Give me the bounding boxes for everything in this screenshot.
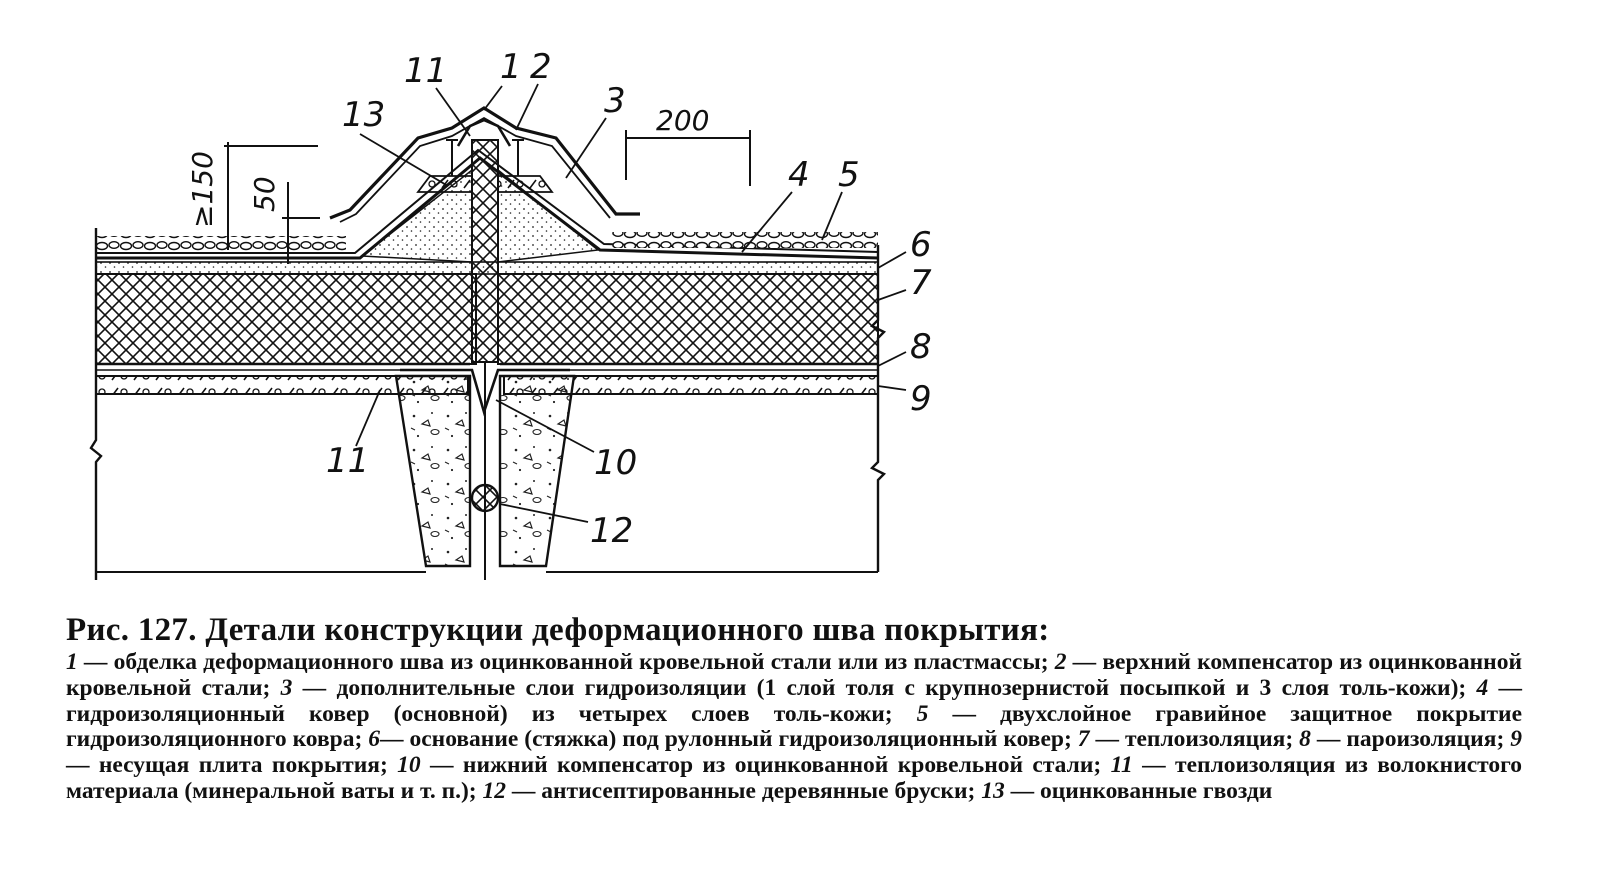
- gravel-protection-right: [612, 232, 878, 248]
- legend-item: 1 — обделка деформационного шва из оцинк…: [66, 649, 1055, 675]
- legend-item: 13 — оцинкованные гвозди: [981, 778, 1272, 804]
- insulation-layer-right: [497, 273, 879, 365]
- legend-text: — оцинкованные гвозди: [1004, 777, 1273, 804]
- legend-num: 1: [66, 649, 78, 675]
- legend-num: 8: [1299, 726, 1311, 753]
- legend-text: — верхний компенсатор из оцинкованной кр…: [66, 649, 1522, 701]
- legend-text: — теплоизоляция из волокнистого материал…: [66, 752, 1522, 804]
- legend-text: — теплоизоляция;: [1089, 726, 1300, 753]
- callout-5: 5: [838, 155, 860, 195]
- timber-bar-right: [497, 175, 554, 193]
- callout-8: 8: [910, 327, 932, 367]
- legend-num: 13: [981, 777, 1005, 804]
- dimension-150: [224, 142, 318, 250]
- callout-10: 10: [594, 443, 637, 483]
- legend-num: 10: [397, 752, 421, 779]
- dimension-50-label: 50: [248, 176, 281, 212]
- legend-item: 9 — несущая плита покрытия;: [66, 726, 1522, 778]
- legend-item: 4 — гидроизоляционный ковер (основной) и…: [66, 675, 1522, 727]
- gravel-protection-left: [96, 236, 346, 252]
- insulation-layer: [95, 273, 477, 365]
- legend-text: — несущая плита покрытия;: [66, 752, 398, 779]
- slab-rib-right: [498, 374, 576, 568]
- legend-text: — дополнительные слои гидроизоляции (1 с…: [292, 674, 1477, 701]
- legend-num: 9: [1510, 726, 1522, 753]
- callout-11-upper: 11: [326, 441, 369, 481]
- legend-text: — двухслойное гравийное защитное покрыти…: [66, 700, 1522, 753]
- joint-filler: [471, 139, 499, 363]
- legend-item: 11 — теплоизоляция из волокнистого матер…: [66, 752, 1522, 804]
- legend-item: 6— основание (стяжка) под рулонный гидро…: [368, 726, 1078, 752]
- callout-2: 2: [530, 47, 552, 87]
- callout-13: 11: [404, 51, 447, 91]
- callout-1: 1: [500, 47, 522, 87]
- callout-12: 13: [342, 95, 385, 135]
- legend-num: 2: [1054, 649, 1067, 675]
- legend-item: 12 — антисептированные деревянные бруски…: [483, 778, 982, 804]
- dimension-50: [282, 182, 320, 264]
- nail-right: [512, 139, 524, 176]
- dimension-200-label: 200: [656, 104, 709, 137]
- legend-item: 10 — нижний компенсатор из оцинкованной …: [397, 752, 1110, 778]
- legend-item: 8 — пароизоляция;: [1299, 726, 1510, 752]
- callout-3: 3: [604, 81, 626, 121]
- callout-6: 6: [910, 225, 932, 265]
- legend-num: 4: [1476, 674, 1489, 701]
- left-break-line: [89, 228, 103, 580]
- legend-text: — гидроизоляционный ковер (основной) из …: [66, 674, 1523, 727]
- legend-text: — антисептированные деревянные бруски;: [506, 777, 982, 804]
- legend-text: — пароизоляция;: [1310, 726, 1511, 753]
- dimension-150-label: ≥150: [186, 151, 219, 228]
- nail-left: [446, 139, 458, 176]
- callout-4: 4: [788, 155, 810, 195]
- legend-item: 5 — двухслойное гравийное защитное покры…: [66, 701, 1522, 753]
- legend-item: 7 — теплоизоляция;: [1078, 726, 1299, 752]
- legend-num: 11: [1110, 752, 1133, 779]
- legend-num: 6: [368, 726, 381, 753]
- legend-text: — обделка деформационного шва из оцинков…: [77, 649, 1055, 675]
- legend-text: — нижний компенсатор из оцинкованной кро…: [420, 752, 1111, 779]
- callout-9: 9: [910, 379, 932, 419]
- legend-num: 3: [280, 674, 293, 701]
- cover-flashing: [329, 106, 640, 220]
- expansion-joint-diagram: 200 ≥150 50 11 1 2 3 13 4 5 6 7 8 9 11 1…: [89, 47, 932, 580]
- legend-item: 2 — верхний компенсатор из оцинкованной …: [66, 649, 1522, 701]
- dimension-200: [625, 130, 751, 186]
- legend-text: — основание (стяжка) под рулонный гидрои…: [380, 726, 1078, 753]
- figure-caption: Рис. 127. Детали конструкции деформацион…: [66, 612, 1050, 648]
- legend-num: 12: [482, 777, 507, 804]
- legend-item: 3 — дополнительные слои гидроизоляции (1…: [281, 675, 1477, 701]
- callout-11-lower: 12: [590, 511, 633, 551]
- legend-num: 7: [1077, 726, 1090, 753]
- slab-rib-left: [394, 374, 472, 568]
- legend-num: 5: [916, 700, 929, 727]
- figure-legend: 1 — обделка деформационного шва из оцинк…: [66, 649, 1522, 805]
- callout-7: 7: [910, 263, 932, 303]
- upper-compensator: [456, 118, 512, 147]
